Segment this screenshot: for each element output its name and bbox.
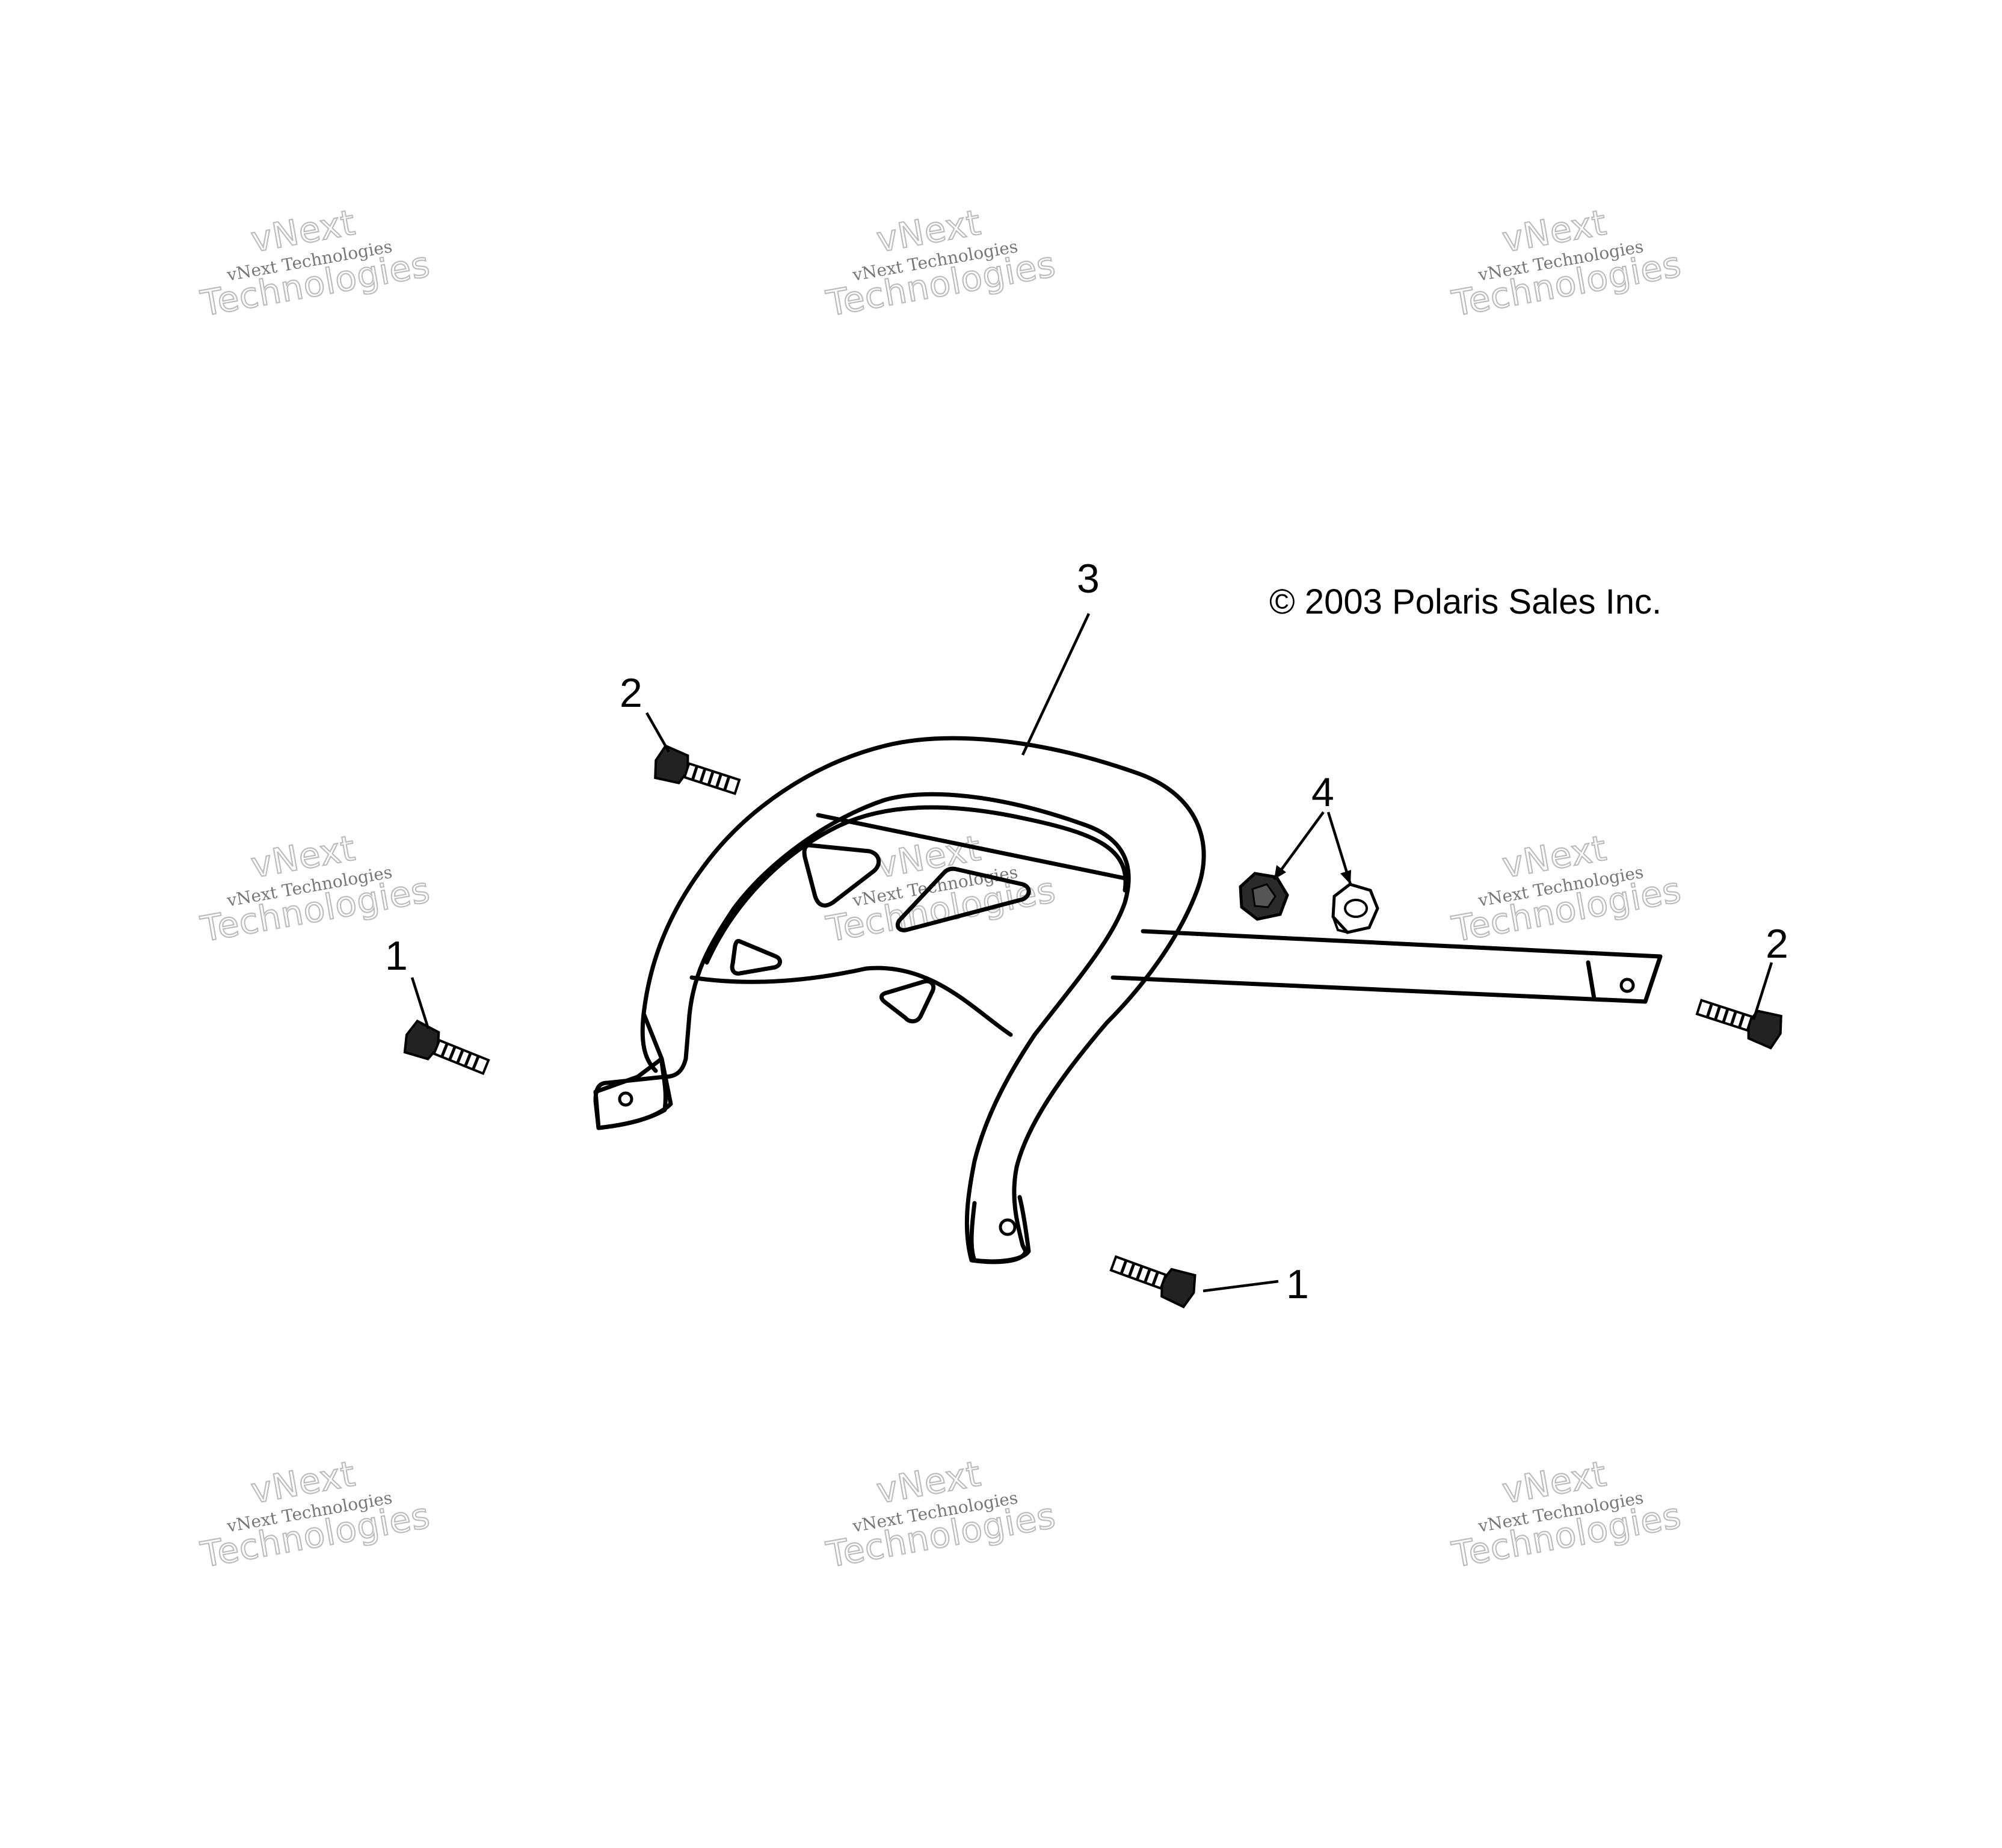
- watermark: vNext vNext Technologies Technologies: [1448, 827, 1685, 950]
- rack-cross-bar: [1110, 929, 1663, 1004]
- watermark: vNext vNext Technologies Technologies: [197, 1452, 434, 1576]
- bolt-icon: [654, 744, 741, 795]
- rack-cross-bar-end: [1586, 960, 1597, 1001]
- leader-rack: [1021, 613, 1091, 756]
- bolt-left: [403, 1019, 490, 1076]
- watermark: vNext vNext Technologies Technologies: [1448, 201, 1685, 325]
- leader-nut-dark: [1273, 811, 1325, 881]
- watermark: vNext vNext Technologies Technologies: [822, 1452, 1059, 1576]
- leader-bolt-right: [1752, 962, 1773, 1020]
- rack-cutout: [895, 866, 1031, 932]
- rack-cross-bar-hole: [1619, 978, 1635, 993]
- nut-light: [1331, 882, 1379, 934]
- rack-platform-bottom: [689, 966, 1013, 1037]
- rack-inner-tube: [704, 805, 1128, 965]
- callout-bolt-left: 1: [385, 933, 408, 979]
- rack-cutout: [730, 938, 782, 976]
- rack-right-foot: [969, 1195, 1031, 1264]
- callout-nuts: 4: [1311, 769, 1334, 815]
- watermark: vNext vNext Technologies Technologies: [197, 201, 434, 325]
- rack-left-foot-hole: [618, 1091, 633, 1107]
- callouts: 3 2 1 1 2 4: [385, 556, 1788, 1307]
- rack-cutout: [879, 979, 936, 1024]
- rack-left-foot: [593, 1056, 673, 1130]
- rack-right-foot-hole: [999, 1218, 1017, 1236]
- leader-bolt-left: [410, 977, 430, 1029]
- arrowhead: [1274, 865, 1286, 879]
- leader-bolt-top-left: [645, 712, 670, 753]
- bolt-top-left: [654, 744, 741, 795]
- callout-bolt-top-left: 2: [620, 670, 642, 716]
- callout-rack: 3: [1077, 556, 1100, 602]
- leader-bolt-bottom: [1203, 1280, 1279, 1293]
- nut-icon: [1331, 882, 1379, 934]
- bolt-right: [1695, 999, 1782, 1050]
- callout-bolt-right: 2: [1766, 921, 1788, 967]
- watermark: vNext vNext Technologies Technologies: [197, 827, 434, 950]
- rack-cutout: [802, 843, 881, 908]
- leader-lines: [410, 613, 1773, 1293]
- rack-part: [593, 736, 1663, 1264]
- watermark: vNext vNext Technologies Technologies: [822, 201, 1059, 325]
- bolt-icon: [1109, 1255, 1197, 1308]
- copyright-text: © 2003 Polaris Sales Inc.: [1269, 582, 1662, 621]
- watermark: vNext vNext Technologies Technologies: [1448, 1452, 1685, 1576]
- bolt-bottom: [1109, 1255, 1197, 1308]
- arrowhead: [1340, 870, 1351, 884]
- nut-dark: [1239, 872, 1289, 921]
- rack-outer-tube: [593, 736, 1206, 1264]
- bolt-icon: [403, 1019, 490, 1076]
- rack-platform-top: [816, 813, 1127, 881]
- callout-bolt-bottom: 1: [1286, 1261, 1309, 1307]
- bolt-icon: [1695, 999, 1782, 1050]
